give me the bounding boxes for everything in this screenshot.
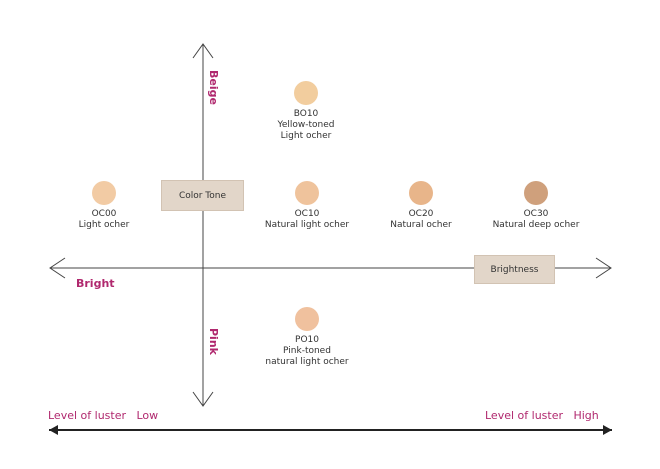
shade-code: PO10 (295, 335, 319, 345)
shade-label-bo10: BO10 Yellow-toned Light ocher (241, 109, 371, 142)
axis-label-bright: Bright (76, 277, 115, 290)
shade-desc: Light ocher (280, 131, 332, 141)
swatch-bo10 (294, 81, 318, 105)
luster-high-label: Level of luster High (485, 409, 599, 422)
horizontal-axis-left-arrow (49, 257, 66, 279)
swatch-po10 (295, 307, 319, 331)
shade-code: OC20 (408, 209, 434, 219)
vertical-axis-top-arrow (192, 43, 214, 59)
shade-desc: Natural light ocher (264, 220, 350, 230)
vertical-axis-bottom-arrow (192, 391, 214, 407)
shade-code: BO10 (293, 109, 319, 119)
shade-label-oc10: OC10 Natural light ocher (242, 209, 372, 231)
shade-label-oc20: OC20 Natural ocher (356, 209, 486, 231)
shade-code: OC10 (294, 209, 320, 219)
luster-axis-right-arrow (603, 425, 612, 435)
shade-code: OC30 (523, 209, 549, 219)
shade-label-oc00: OC00 Light ocher (39, 209, 169, 231)
color-tone-box: Color Tone (161, 180, 244, 211)
shade-label-po10: PO10 Pink-toned natural light ocher (242, 335, 372, 368)
shade-code: OC00 (91, 209, 117, 219)
swatch-oc20 (409, 181, 433, 205)
swatch-oc10 (295, 181, 319, 205)
axis-label-beige: Beige (207, 70, 220, 105)
shade-desc: Light ocher (78, 220, 130, 230)
shade-desc: Yellow-toned (277, 120, 335, 130)
shade-desc: Pink-toned (283, 346, 331, 356)
shade-desc: Natural deep ocher (492, 220, 580, 230)
swatch-oc00 (92, 181, 116, 205)
shade-label-oc30: OC30 Natural deep ocher (471, 209, 601, 231)
shade-desc: Natural ocher (390, 220, 452, 230)
horizontal-axis-right-arrow (595, 257, 612, 279)
shade-desc: natural light ocher (265, 357, 349, 367)
luster-axis-left-arrow (49, 425, 58, 435)
brightness-box: Brightness (474, 255, 555, 284)
axis-label-pink: Pink (207, 328, 220, 355)
swatch-oc30 (524, 181, 548, 205)
luster-low-label: Level of luster Low (48, 409, 159, 422)
